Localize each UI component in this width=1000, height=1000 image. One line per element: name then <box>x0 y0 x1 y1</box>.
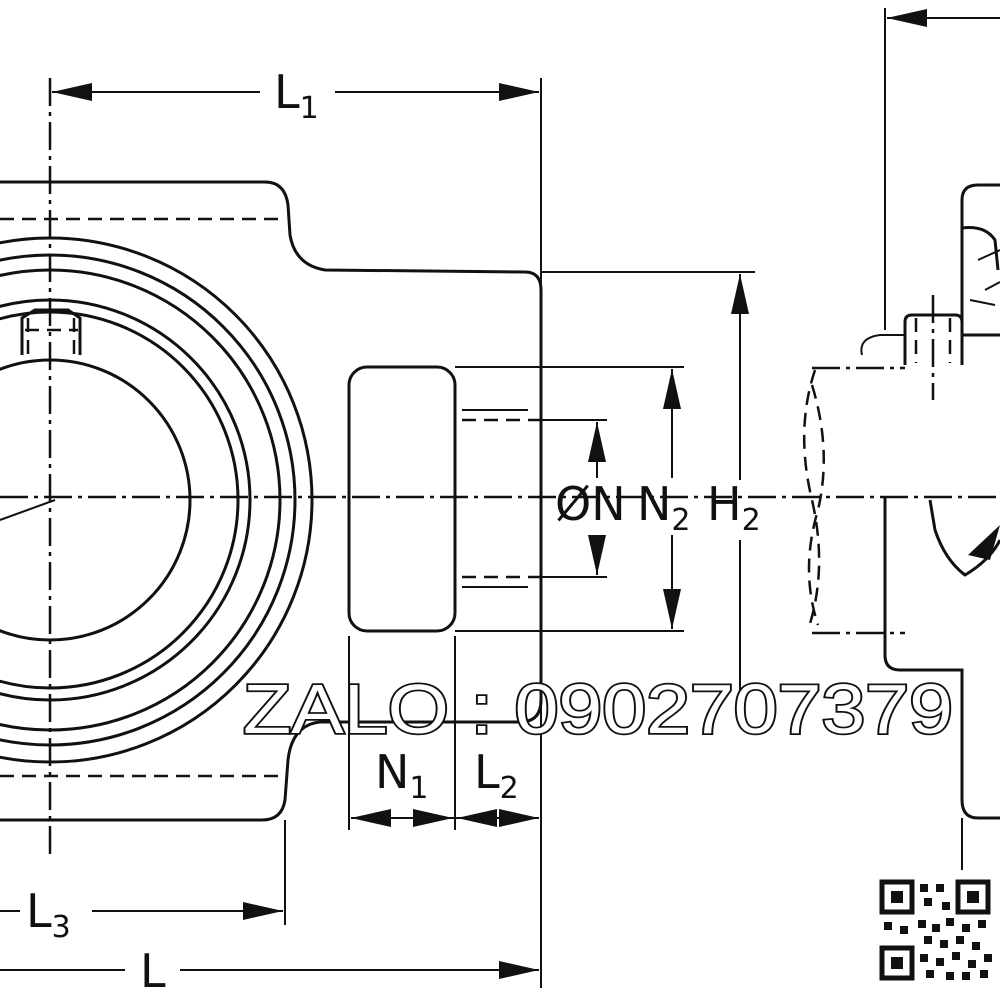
dim-L3 <box>0 902 283 920</box>
dim-N2 <box>663 369 681 629</box>
svg-text:N1: N1 <box>375 745 429 806</box>
watermark-text: ZALO : 0902707379 <box>243 670 953 748</box>
hidden-bore-lines <box>462 409 541 588</box>
label-N1: N1 <box>375 745 429 806</box>
svg-text:L: L <box>140 944 166 998</box>
dim-L <box>0 961 539 979</box>
label-dN: ØN <box>555 477 626 531</box>
qr-code-icon <box>879 879 1000 982</box>
label-N2: N2 <box>637 477 691 538</box>
svg-text:L2: L2 <box>474 745 519 806</box>
svg-text:L3: L3 <box>26 884 71 945</box>
svg-text:N2: N2 <box>637 477 691 538</box>
label-L: L <box>140 944 166 998</box>
dim-dN <box>588 422 606 575</box>
dim-H2 <box>731 274 749 700</box>
label-H2: H2 <box>707 477 761 538</box>
side-view <box>803 8 1000 870</box>
svg-text:ØN: ØN <box>555 477 626 531</box>
label-L2: L2 <box>474 745 519 806</box>
label-L1: L1 <box>274 65 319 126</box>
center-lines <box>0 78 1000 860</box>
dim-L1 <box>52 83 539 101</box>
svg-text:H2: H2 <box>707 477 761 538</box>
extension-lines <box>284 78 755 988</box>
dim-N1-L2 <box>351 809 539 827</box>
label-L3: L3 <box>26 884 71 945</box>
svg-text:L1: L1 <box>274 65 319 126</box>
set-screw <box>20 308 82 358</box>
slot <box>347 365 457 633</box>
